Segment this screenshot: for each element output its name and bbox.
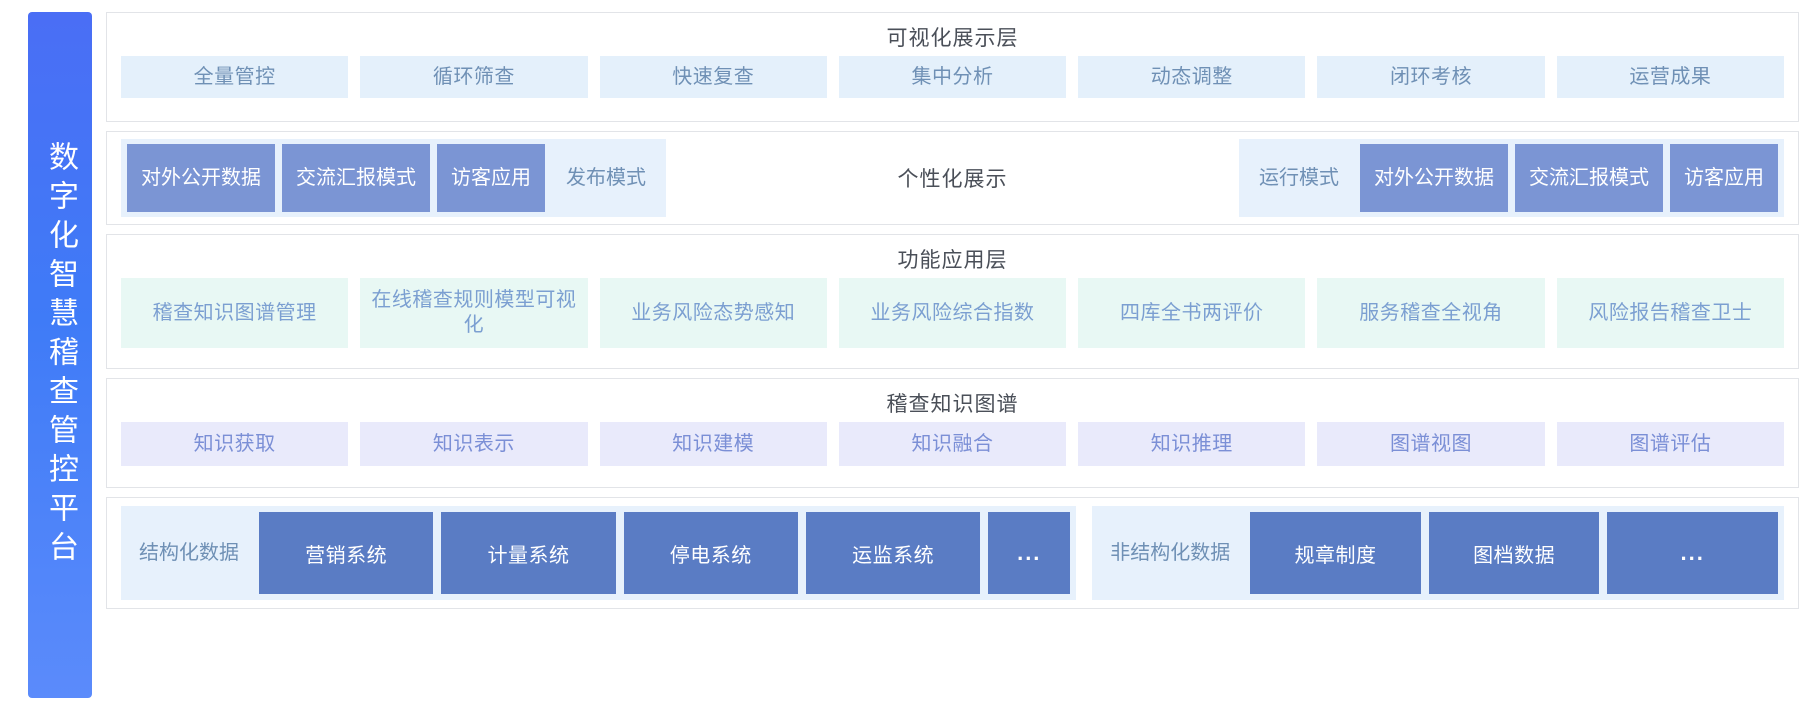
func-item-0[interactable]: 稽查知识图谱管理 (121, 278, 349, 348)
platform-title: 数字化智慧稽查管控平台 (44, 140, 77, 570)
kg-item-1[interactable]: 知识表示 (360, 422, 588, 466)
vis-item-6[interactable]: 运营成果 (1556, 56, 1784, 98)
kg-item-5[interactable]: 图谱视图 (1317, 422, 1545, 466)
structured-item-1[interactable]: 计量系统 (441, 512, 616, 594)
vis-item-0[interactable]: 全量管控 (121, 56, 349, 98)
mode-right-0[interactable]: 运行模式 (1259, 167, 1339, 189)
structured-item-0[interactable]: 营销系统 (259, 512, 434, 594)
modes-center-label: 个性化展示 (897, 168, 1008, 191)
layer-knowledge-graph: 稽查知识图谱 知识获取 知识表示 知识建模 知识融合 知识推理 图谱视图 图谱评… (106, 378, 1799, 488)
structured-data-label: 结构化数据 (139, 541, 239, 564)
kg-item-0[interactable]: 知识获取 (121, 422, 349, 466)
mode-left-3[interactable]: 发布模式 (566, 167, 646, 189)
layer-data-sources: 结构化数据 营销系统 计量系统 停电系统 运监系统 ... 非结构化数据 规章制… (106, 497, 1799, 609)
vis-item-3[interactable]: 集中分析 (838, 56, 1067, 98)
vis-item-5[interactable]: 闭环考核 (1317, 56, 1545, 98)
unstructured-item-more[interactable]: ... (1607, 512, 1779, 594)
kg-item-4[interactable]: 知识推理 (1078, 422, 1306, 466)
layer-knowledge-graph-title: 稽查知识图谱 (886, 393, 1019, 416)
vis-item-2[interactable]: 快速复查 (599, 56, 827, 98)
layer-function: 功能应用层 稽查知识图谱管理 在线稽查规则模型可视化 业务风险态势感知 业务风险… (106, 234, 1799, 369)
func-item-4[interactable]: 四库全书两评价 (1078, 278, 1306, 348)
func-item-6[interactable]: 风险报告稽查卫士 (1556, 278, 1784, 348)
layer-function-items: 稽查知识图谱管理 在线稽查规则模型可视化 业务风险态势感知 业务风险综合指数 四… (107, 278, 1798, 360)
mode-left-1[interactable]: 交流汇报模式 (282, 144, 430, 212)
layer-visualization-title: 可视化展示层 (886, 27, 1019, 50)
layer-knowledge-graph-items: 知识获取 知识表示 知识建模 知识融合 知识推理 图谱视图 图谱评估 (107, 422, 1798, 478)
platform-title-bar: 数字化智慧稽查管控平台 (28, 12, 92, 698)
kg-item-6[interactable]: 图谱评估 (1556, 422, 1784, 466)
layer-stack: 可视化展示层 全量管控 循环筛查 快速复查 集中分析 动态调整 闭环考核 运营成… (106, 0, 1815, 710)
mode-left-2[interactable]: 访客应用 (437, 144, 545, 212)
func-item-5[interactable]: 服务稽查全视角 (1317, 278, 1545, 348)
layer-visualization: 可视化展示层 全量管控 循环筛查 快速复查 集中分析 动态调整 闭环考核 运营成… (106, 12, 1799, 122)
func-item-3[interactable]: 业务风险综合指数 (838, 278, 1067, 348)
structured-item-more[interactable]: ... (988, 512, 1071, 594)
structured-data-group: 结构化数据 营销系统 计量系统 停电系统 运监系统 ... (121, 506, 1077, 600)
func-item-1[interactable]: 在线稽查规则模型可视化 (360, 278, 588, 348)
layer-modes: 对外公开数据 交流汇报模式 访客应用 发布模式 个性化展示 运行模式 对外公开数… (106, 131, 1799, 225)
structured-item-3[interactable]: 运监系统 (805, 512, 981, 594)
kg-item-3[interactable]: 知识融合 (838, 422, 1067, 466)
unstructured-data-group: 非结构化数据 规章制度 图档数据 ... (1092, 506, 1784, 600)
func-item-2[interactable]: 业务风险态势感知 (599, 278, 827, 348)
mode-left-0[interactable]: 对外公开数据 (127, 144, 275, 212)
vis-item-4[interactable]: 动态调整 (1078, 56, 1306, 98)
kg-item-2[interactable]: 知识建模 (599, 422, 827, 466)
layer-function-title: 功能应用层 (897, 249, 1008, 272)
mode-right-3[interactable]: 访客应用 (1670, 144, 1778, 212)
modes-right-group: 运行模式 对外公开数据 交流汇报模式 访客应用 (1239, 139, 1784, 217)
unstructured-data-label: 非结构化数据 (1110, 541, 1231, 564)
layer-visualization-items: 全量管控 循环筛查 快速复查 集中分析 动态调整 闭环考核 运营成果 (107, 56, 1798, 110)
unstructured-item-0[interactable]: 规章制度 (1250, 512, 1421, 594)
mode-right-2[interactable]: 交流汇报模式 (1515, 144, 1663, 212)
unstructured-item-1[interactable]: 图档数据 (1428, 512, 1600, 594)
vis-item-1[interactable]: 循环筛查 (360, 56, 588, 98)
modes-left-group: 对外公开数据 交流汇报模式 访客应用 发布模式 (121, 139, 666, 217)
mode-right-1[interactable]: 对外公开数据 (1360, 144, 1508, 212)
structured-item-2[interactable]: 停电系统 (623, 512, 798, 594)
